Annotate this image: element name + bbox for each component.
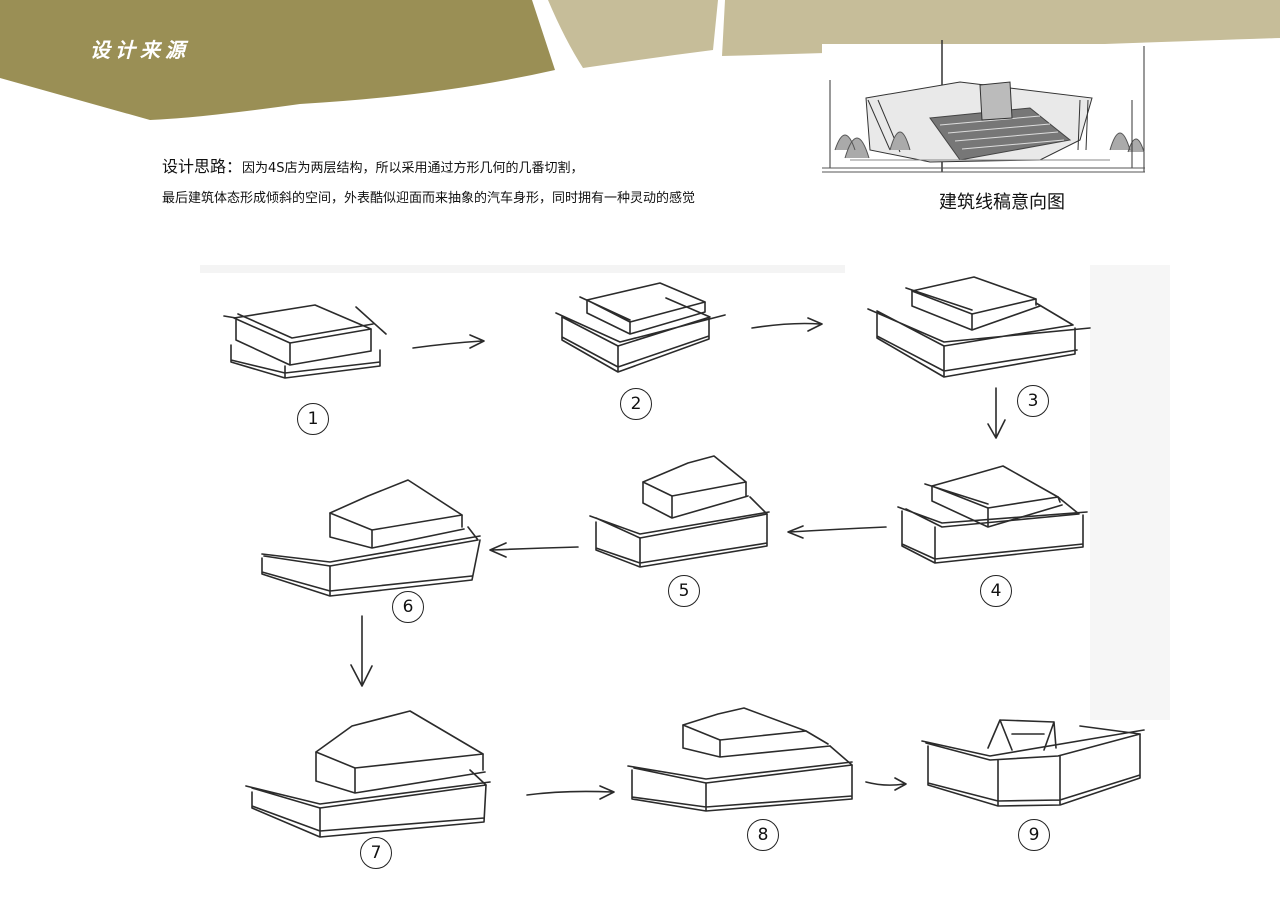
intro-lead: 设计思路： [162, 157, 243, 176]
step-number-5: 5 [668, 575, 700, 607]
step-number-2: 2 [620, 388, 652, 420]
sketch-8 [627, 707, 853, 812]
arrow-4-to-5 [787, 525, 887, 539]
sketch-4 [897, 465, 1088, 564]
header-title: 设计来源 [90, 38, 190, 62]
sketch-6 [261, 479, 481, 597]
reference-building-sketch [822, 40, 1145, 173]
step-number-3: 3 [1017, 385, 1049, 417]
arrow-1-to-2 [412, 334, 485, 349]
arrow-8-to-9 [865, 777, 907, 791]
step-number-4: 4 [980, 575, 1012, 607]
step-number-9: 9 [1018, 819, 1050, 851]
sketch-2 [555, 282, 726, 373]
arrow-2-to-3 [751, 317, 823, 332]
intro-line-1: 因为4S店为两层结构，所以采用通过方形几何的几番切割， [242, 161, 584, 176]
arrow-6-to-7 [350, 615, 373, 687]
step-number-6: 6 [392, 591, 424, 623]
header-band-khaki-middle [548, 0, 718, 68]
header-band-khaki-right [722, 0, 1280, 56]
sketch-5 [589, 455, 770, 568]
arrow-3-to-4 [987, 387, 1006, 439]
step-number-1: 1 [297, 403, 329, 435]
arrow-7-to-8 [526, 785, 615, 800]
arrow-5-to-6 [489, 542, 579, 558]
sketch-7 [245, 710, 491, 838]
sketch-9 [921, 719, 1145, 807]
step-number-8: 8 [747, 819, 779, 851]
sketch-1 [223, 304, 387, 379]
header-band-olive [0, 0, 555, 120]
intro-line-2: 最后建筑体态形成倾斜的空间，外表酷似迎面而来抽象的汽车身形，同时拥有一种灵动的感… [162, 191, 696, 206]
design-intro: 设计思路：因为4S店为两层结构，所以采用通过方形几何的几番切割， 最后建筑体态形… [162, 156, 812, 210]
sketch-paper-left [200, 265, 845, 273]
sketch-paper-right [1090, 265, 1170, 720]
sketch-3 [867, 276, 1091, 378]
step-number-7: 7 [360, 837, 392, 869]
reference-caption: 建筑线稿意向图 [939, 192, 1065, 213]
